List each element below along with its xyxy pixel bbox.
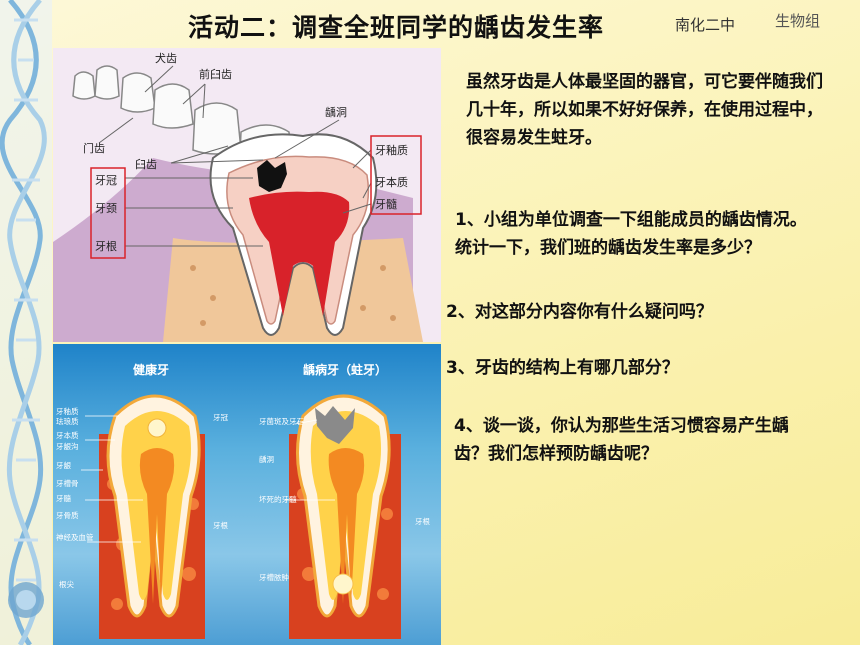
bl-label-9: 神经及血管 (56, 532, 94, 542)
label-pulp: 牙髓 (375, 198, 397, 211)
bl-decay-3: 坏死的牙髓 (259, 494, 297, 504)
bl-label-1: 牙釉质 (56, 406, 79, 416)
label-premolar: 前臼齿 (199, 67, 232, 81)
question-2: 2、对这部分内容你有什么疑问吗？ (446, 302, 713, 322)
question-1: 1、小组为单位调查一下组能成员的龋齿情况。统计一下，我们班的龋齿发生率是多少？ (455, 210, 807, 258)
tooth-structure-diagram: 犬齿 前臼齿 门齿 臼齿 龋洞 牙冠 牙颈 牙根 牙釉质 牙本质 牙髓 (53, 48, 441, 342)
question-4: 4、谈一谈，你认为那些生活习惯容易产生龋齿？我们怎样预防龋齿呢？ (454, 416, 789, 464)
bl-label-8: 牙骨质 (56, 510, 79, 520)
decayed-title: 龋病牙（蛀牙） (303, 362, 387, 377)
bl-label-10: 根尖 (59, 579, 74, 589)
intro-paragraph: 虽然牙齿是人体最坚固的器官，可它要伴随我们几十年，所以如果不好好保养，在使用过程… (466, 72, 823, 148)
label-enamel: 牙釉质 (375, 143, 408, 157)
bl-label-4: 牙龈沟 (56, 441, 79, 451)
bl-decay-5: 牙槽脓肿 (259, 572, 289, 582)
bl-decay-2: 龋洞 (259, 454, 274, 464)
label-caries: 龋洞 (325, 105, 347, 119)
label-neck: 牙颈 (95, 202, 117, 215)
healthy-title: 健康牙 (133, 362, 169, 377)
label-dentin: 牙本质 (375, 175, 408, 189)
group-name: 生物组 (775, 12, 821, 30)
bl-label-6: 牙槽骨 (56, 478, 79, 488)
bl-label-5: 牙龈 (56, 460, 71, 470)
bl-label-2: 珐琅质 (56, 416, 79, 426)
bl-label-7: 牙髓 (56, 493, 71, 503)
question-3: 3、牙齿的结构上有哪几部分？ (446, 358, 679, 378)
school-name: 南化二中 (675, 16, 736, 34)
page-title: 活动二：调查全班同学的龋齿发生率 (188, 13, 605, 42)
healthy-vs-decayed-diagram: 健康牙 龋病牙（蛀牙） 牙釉质 珐琅质 牙本质 牙龈沟 牙龈 牙槽骨 牙髓 牙骨… (53, 344, 441, 645)
bl-label-3: 牙本质 (56, 430, 79, 440)
label-canine: 犬齿 (155, 51, 177, 65)
bl-mid-crown: 牙冠 (213, 413, 228, 422)
label-root: 牙根 (95, 239, 117, 253)
label-crown: 牙冠 (95, 174, 117, 187)
dna-helix-decoration (0, 0, 52, 645)
label-incisor: 门齿 (83, 141, 105, 155)
bl-decay-1: 牙菌斑及牙石 (259, 416, 304, 426)
bl-decay-4: 牙根 (415, 516, 430, 526)
bl-mid-root: 牙根 (213, 520, 228, 530)
label-molar: 臼齿 (135, 157, 157, 171)
